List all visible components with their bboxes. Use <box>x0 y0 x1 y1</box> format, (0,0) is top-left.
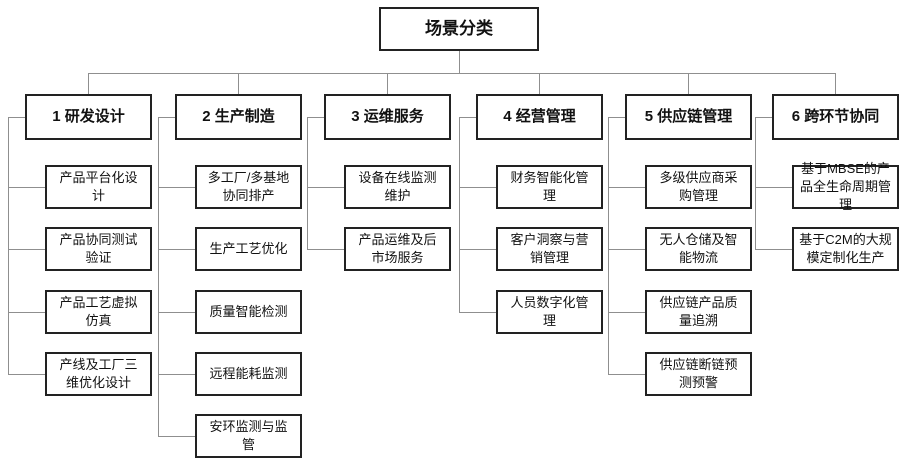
connector-branch-1-trunk <box>8 117 9 374</box>
branch-6-header: 6 跨环节协同 <box>772 94 899 140</box>
connector-branch-3 <box>307 117 324 118</box>
branch-5-item: 供应链产品质量追溯 <box>645 290 752 334</box>
connector-branch-5 <box>608 312 645 313</box>
branch-3-item: 设备在线监测维护 <box>344 165 451 209</box>
connector-branch-1 <box>8 117 25 118</box>
connector-branch-4 <box>459 117 476 118</box>
branch-2-item: 安环监测与监管 <box>195 414 302 458</box>
connector-branch-6-trunk <box>755 117 756 249</box>
connector-branch-2 <box>158 374 195 375</box>
branch-2-item: 多工厂/多基地协同排产 <box>195 165 302 209</box>
connector-branch-2 <box>158 312 195 313</box>
branch-1-item: 产线及工厂三维优化设计 <box>45 352 152 396</box>
connector-branch-4-trunk <box>459 117 460 312</box>
connector-branch-6 <box>755 187 792 188</box>
branch-5-item: 无人仓储及智能物流 <box>645 227 752 271</box>
connector-branch-2 <box>158 249 195 250</box>
branch-5-item: 供应链断链预测预警 <box>645 352 752 396</box>
connector-branch-1 <box>8 374 45 375</box>
branch-6-item: 基于C2M的大规模定制化生产 <box>792 227 899 271</box>
connector-branch-3 <box>307 187 344 188</box>
connector-branch-4 <box>459 312 496 313</box>
connector-root-stem <box>459 51 460 73</box>
branch-1-item: 产品工艺虚拟仿真 <box>45 290 152 334</box>
branch-2-item: 质量智能检测 <box>195 290 302 334</box>
connector-branch-2-trunk <box>158 117 159 436</box>
connector-branch-1 <box>8 249 45 250</box>
branch-1-header: 1 研发设计 <box>25 94 152 140</box>
branch-4-item: 财务智能化管理 <box>496 165 603 209</box>
connector-branch-2 <box>158 117 175 118</box>
root-node: 场景分类 <box>379 7 539 51</box>
branch-2-item: 生产工艺优化 <box>195 227 302 271</box>
branch-6-item: 基于MBSE的产品全生命周期管理 <box>792 161 899 212</box>
branch-2-header: 2 生产制造 <box>175 94 302 140</box>
branch-4-header: 4 经营管理 <box>476 94 603 140</box>
connector-branch-6 <box>755 249 792 250</box>
connector-branch-4 <box>459 249 496 250</box>
connector-branch-5 <box>608 117 625 118</box>
branch-2-item: 远程能耗监测 <box>195 352 302 396</box>
branch-3-header: 3 运维服务 <box>324 94 451 140</box>
connector-drop-5 <box>688 73 689 94</box>
connector-drop-4 <box>539 73 540 94</box>
connector-branch-2 <box>158 436 195 437</box>
connector-drop-2 <box>238 73 239 94</box>
connector-branch-5 <box>608 374 645 375</box>
branch-1-item: 产品协同测试验证 <box>45 227 152 271</box>
connector-branch-3 <box>307 249 344 250</box>
connector-branch-5 <box>608 249 645 250</box>
connector-main-rail <box>88 73 836 74</box>
connector-branch-6 <box>755 117 772 118</box>
connector-drop-3 <box>387 73 388 94</box>
connector-drop-1 <box>88 73 89 94</box>
branch-5-header: 5 供应链管理 <box>625 94 752 140</box>
connector-branch-5 <box>608 187 645 188</box>
connector-branch-3-trunk <box>307 117 308 249</box>
branch-4-item: 客户洞察与营销管理 <box>496 227 603 271</box>
connector-branch-1 <box>8 312 45 313</box>
connector-branch-1 <box>8 187 45 188</box>
branch-5-item: 多级供应商采购管理 <box>645 165 752 209</box>
connector-branch-4 <box>459 187 496 188</box>
connector-branch-5-trunk <box>608 117 609 374</box>
branch-1-item: 产品平台化设计 <box>45 165 152 209</box>
connector-drop-6 <box>835 73 836 94</box>
connector-branch-2 <box>158 187 195 188</box>
branch-4-item: 人员数字化管理 <box>496 290 603 334</box>
branch-3-item: 产品运维及后市场服务 <box>344 227 451 271</box>
